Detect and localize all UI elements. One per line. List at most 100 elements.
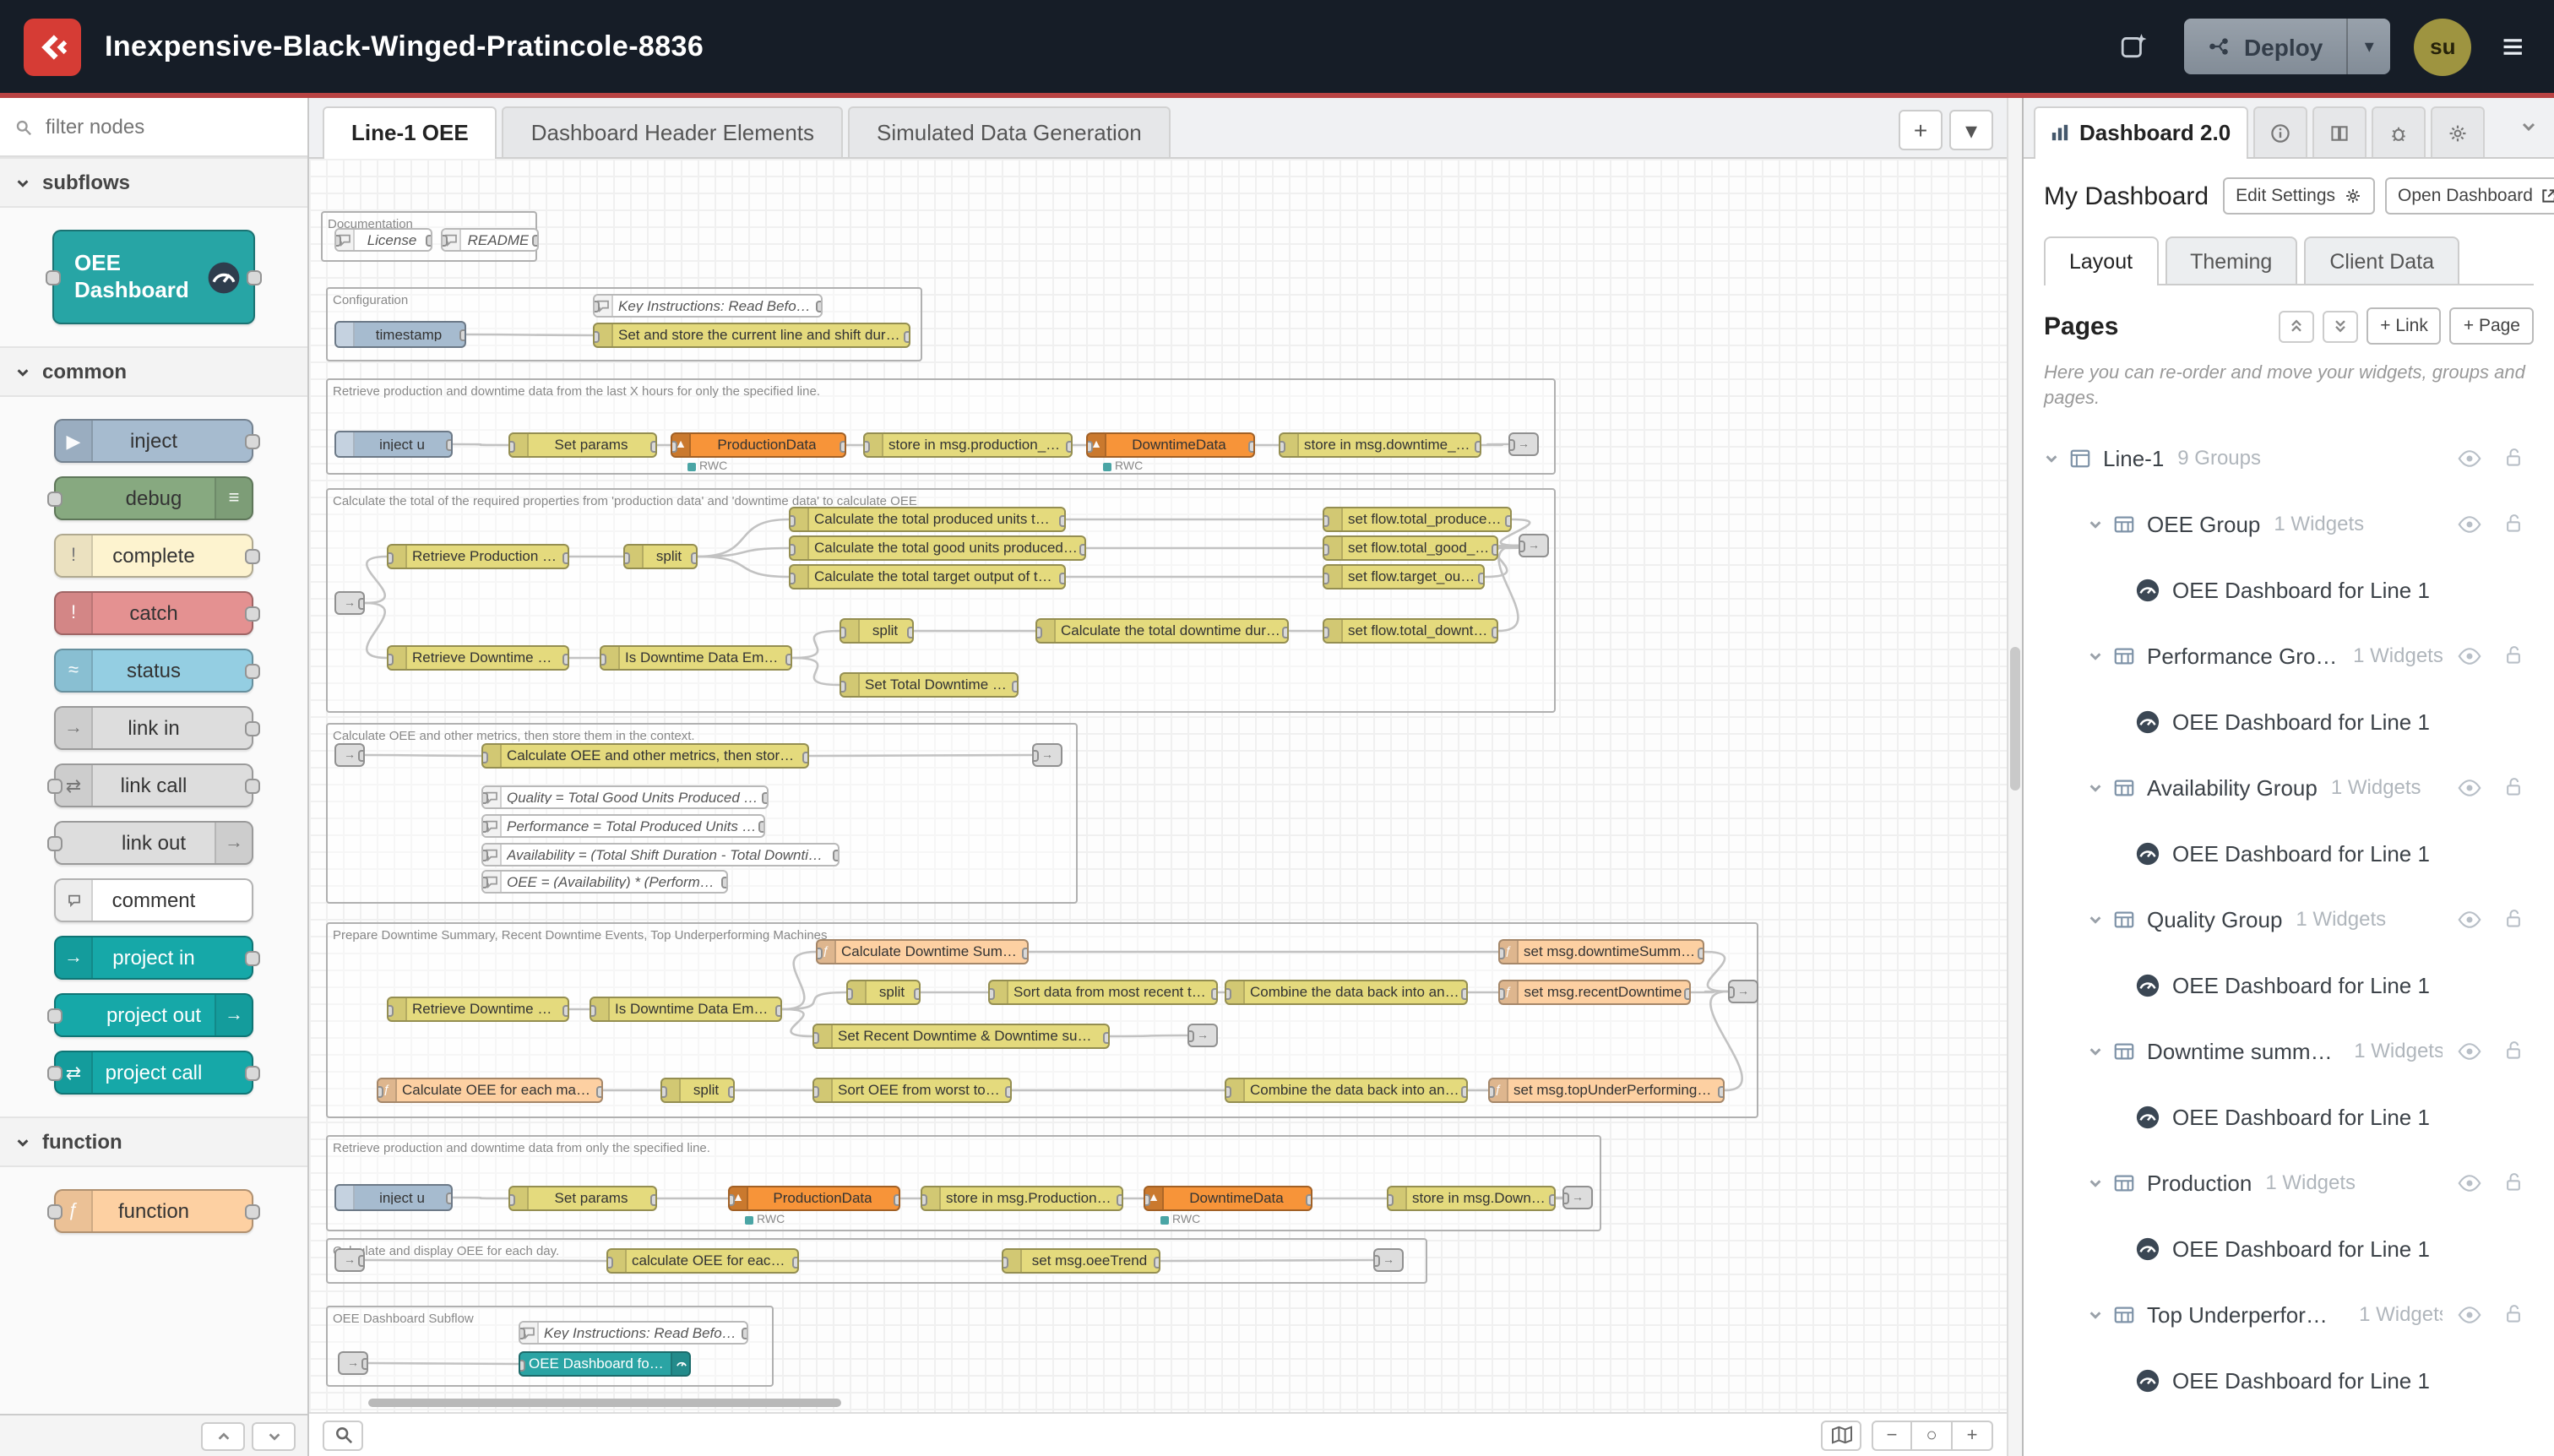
palette-category-common[interactable]: common (0, 346, 307, 397)
flow-node-yellow[interactable]: store in msg.downtime_data (1279, 432, 1481, 458)
visibility-toggle-icon[interactable] (2449, 1296, 2490, 1334)
flow-node-orange[interactable]: ▲ProductionData (728, 1186, 900, 1211)
flow-node-yellow[interactable]: split (846, 980, 921, 1005)
tree-widget-row[interactable]: OEE Dashboard for Line 1 (2044, 1216, 2534, 1282)
flow-node-comment[interactable]: Performance = Total Produced Units / Tot… (481, 814, 765, 838)
expand-all-button[interactable] (2323, 310, 2359, 342)
palette-node-inject[interactable]: ▶inject (54, 419, 260, 463)
flow-node-yellow[interactable]: Calculate the total target output of tod… (789, 564, 1066, 589)
flow-node-link-in[interactable]: → (334, 591, 365, 615)
flow-node-orange[interactable]: ▲DowntimeData (1086, 432, 1255, 458)
flow-node-inject[interactable]: timestamp (334, 321, 466, 348)
flow-tab[interactable]: Simulated Data Generation (848, 106, 1171, 157)
palette-node-project-out[interactable]: →project out (47, 993, 253, 1037)
flow-group[interactable]: Calculate and display OEE for each day. (326, 1238, 1427, 1284)
subtab-layout[interactable]: Layout (2044, 236, 2159, 285)
flow-node-yellow[interactable]: Set params (508, 1186, 657, 1211)
flow-node-yellow[interactable]: set flow.total_good_units (1323, 535, 1498, 561)
palette-search[interactable] (0, 98, 307, 157)
flow-node-yellow[interactable]: Calculate the total good units produced … (789, 535, 1086, 561)
tree-widget-row[interactable]: OEE Dashboard for Line 1 (2044, 557, 2534, 623)
flow-node-yellow[interactable]: set flow.total_produced_units (1323, 507, 1512, 532)
zoom-out-button[interactable]: − (1872, 1420, 1912, 1450)
main-menu-button[interactable]: ≡ (2495, 24, 2530, 68)
palette-category-subflows[interactable]: subflows (0, 157, 307, 208)
sidebar-menu-button[interactable] (2513, 113, 2544, 157)
add-link-button[interactable]: + Link (2367, 307, 2442, 345)
palette-node-debug[interactable]: ≡debug (47, 476, 253, 520)
collapse-chevron-icon[interactable] (2088, 649, 2113, 664)
flow-node-comment[interactable]: Key Instructions: Read Before Proceeding (593, 294, 823, 318)
add-flow-button[interactable]: + (1899, 110, 1943, 150)
palette-node-link-call[interactable]: ⇄link call (47, 763, 260, 807)
lock-toggle-icon[interactable] (2493, 1296, 2534, 1334)
flow-list-button[interactable]: ▾ (1949, 110, 1993, 150)
flow-node-link-out[interactable]: → (1187, 1024, 1218, 1047)
visibility-toggle-icon[interactable] (2449, 440, 2490, 477)
palette-node-status[interactable]: ≈status (54, 649, 260, 693)
tree-widget-row[interactable]: OEE Dashboard for Line 1 (2044, 689, 2534, 755)
flow-node-link-out[interactable]: → (1562, 1186, 1593, 1209)
flow-node-comment[interactable]: License (334, 228, 432, 252)
flow-node-comment[interactable]: OEE = (Availability) * (Performance) * (… (481, 870, 728, 894)
collapse-chevron-icon[interactable] (2088, 912, 2113, 927)
palette-node-complete[interactable]: !complete (54, 534, 260, 578)
subtab-theming[interactable]: Theming (2165, 236, 2298, 284)
palette-expand-all-button[interactable] (252, 1421, 296, 1450)
tab-dashboard-2[interactable]: Dashboard 2.0 (2034, 106, 2248, 159)
tab-debug[interactable] (2371, 106, 2426, 157)
flow-node-yellow[interactable]: Calculate the total downtime duration (1035, 618, 1289, 644)
collapse-chevron-icon[interactable] (2088, 517, 2113, 532)
flow-node-yellow[interactable]: Set params (508, 432, 657, 458)
lock-toggle-icon[interactable] (2493, 638, 2534, 675)
palette-node-catch[interactable]: !catch (54, 591, 260, 635)
flow-node-yellow[interactable]: Retrieve Downtime Data (387, 645, 569, 671)
flow-node-yellow[interactable]: Set Total Downtime to 0 (840, 672, 1019, 698)
flow-node-yellow[interactable]: Is Downtime Data Empty? (600, 645, 792, 671)
flow-node-teal[interactable]: OEE Dashboard for Line 1 (519, 1351, 691, 1377)
flow-node-yellow[interactable]: split (660, 1078, 735, 1103)
flow-node-yellow[interactable]: Combine the data back into an array. (1225, 1078, 1468, 1103)
collapse-chevron-icon[interactable] (2044, 451, 2069, 466)
flow-node-comment[interactable]: README (441, 228, 539, 252)
lock-toggle-icon[interactable] (2493, 769, 2534, 807)
collapse-chevron-icon[interactable] (2088, 780, 2113, 796)
flow-node-link-in[interactable]: → (338, 1351, 368, 1375)
flow-node-inject[interactable]: inject u (334, 431, 453, 458)
flow-node-comment[interactable]: Availability = (Total Shift Duration - T… (481, 843, 840, 867)
flow-node-yellow[interactable]: Retrieve Downtime Data (387, 997, 569, 1022)
tree-group-row[interactable]: Top Underperformi...1 Widgets (2044, 1281, 2534, 1348)
user-avatar[interactable]: su (2414, 18, 2472, 75)
lock-toggle-icon[interactable] (2493, 1165, 2534, 1202)
flow-node-yellow[interactable]: Retrieve Production Data (387, 544, 569, 569)
flow-node-yellow[interactable]: Calculate the total produced units today (789, 507, 1066, 532)
flow-node-link-out[interactable]: → (1519, 534, 1549, 557)
edit-settings-button[interactable]: Edit Settings (2222, 177, 2374, 215)
palette-filter-input[interactable] (41, 113, 292, 140)
palette-node-link-out[interactable]: →link out (47, 821, 253, 865)
palette-category-function[interactable]: function (0, 1116, 307, 1167)
visibility-toggle-icon[interactable] (2449, 769, 2490, 807)
tab-help[interactable] (2312, 106, 2367, 157)
flow-node-yellow[interactable]: split (840, 618, 914, 644)
assistant-button[interactable] (2107, 19, 2161, 73)
palette-node-link-in[interactable]: →link in (54, 706, 260, 750)
flow-node-yellow[interactable]: Calculate OEE and other metrics, then st… (481, 743, 809, 769)
navigator-toggle-button[interactable] (1821, 1420, 1861, 1450)
lock-toggle-icon[interactable] (2493, 506, 2534, 543)
zoom-reset-button[interactable]: ○ (1912, 1420, 1953, 1450)
add-page-button[interactable]: + Page (2449, 307, 2534, 345)
flow-node-link-in[interactable]: → (334, 743, 365, 767)
flow-node-yellow[interactable]: Sort OEE from worst to best (812, 1078, 1012, 1103)
visibility-toggle-icon[interactable] (2449, 506, 2490, 543)
flow-node-link-in[interactable]: → (334, 1248, 365, 1272)
flow-node-yellow[interactable]: set flow.target_output (1323, 564, 1485, 589)
